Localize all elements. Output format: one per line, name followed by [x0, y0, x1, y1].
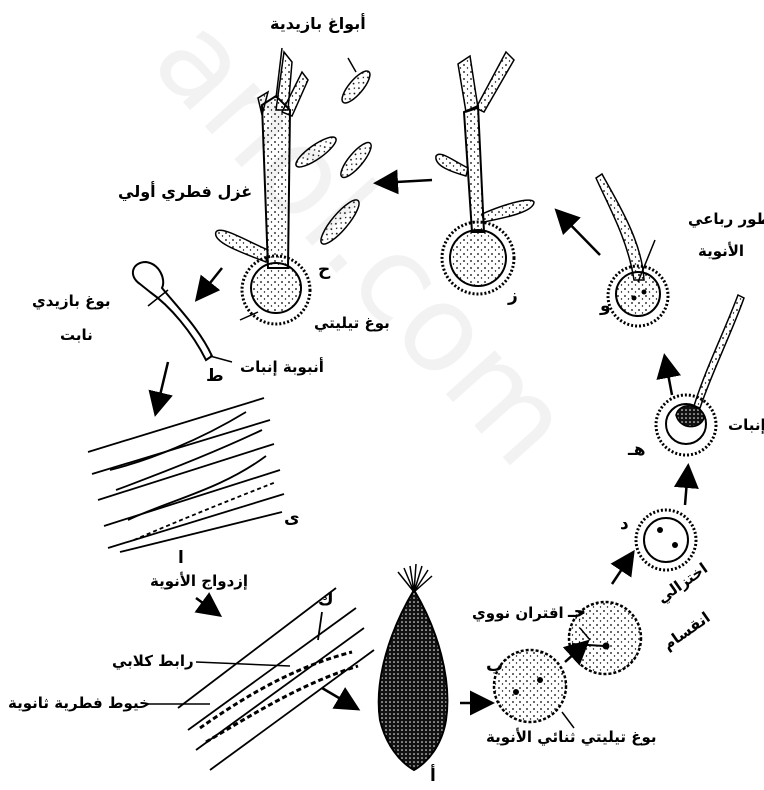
label-primary-mycelium: غزل فطري أولي	[118, 184, 252, 200]
label-germination: إنبات	[728, 418, 764, 433]
arrow-h-to-w	[665, 358, 672, 395]
arrow-h-to-t	[198, 268, 222, 298]
stage-t	[133, 262, 232, 362]
stage-k-tissue	[178, 588, 374, 770]
arrow-j-to-d	[612, 554, 632, 584]
label-germ-tube: أنبوبة إنبات	[240, 360, 324, 375]
stage-d	[636, 510, 696, 570]
letter-y: ى	[284, 510, 300, 527]
letter-h2: ح	[318, 262, 330, 279]
label-germinating: نابت	[60, 328, 93, 343]
letter-d: د	[620, 516, 629, 533]
letter-z: ز	[508, 288, 518, 305]
letter-t: ط	[206, 368, 224, 385]
stage-y-tissue	[88, 398, 284, 552]
stage-b	[494, 650, 574, 728]
label-teliospore-h: بوغ تيليتي	[314, 316, 390, 331]
arrow-w-to-z	[558, 212, 600, 255]
label-secondary-hyphae: خيوط فطرية ثانوية	[8, 696, 150, 711]
letter-k: ك	[318, 592, 334, 609]
label-clamp-connection: رابط كلابي	[112, 654, 194, 669]
letter-b: ب	[486, 658, 503, 675]
arrow-z-to-h	[378, 180, 432, 183]
arrow-i-to-k	[196, 598, 218, 614]
label-nuclei-pairing: إزدواج الأنوية	[150, 574, 248, 589]
label-tetranucleate-2: الأنوية	[698, 244, 744, 259]
letter-h: هـ	[628, 442, 646, 459]
letter-i: ا	[178, 550, 184, 567]
label-basidiospore: بوغ بازيدي	[32, 294, 110, 309]
label-basidiospores: أبواغ بازيدية	[270, 16, 366, 32]
label-binucleate-teliospore: بوغ تيليتي ثنائي الأنوية	[486, 730, 657, 745]
letter-w: و	[600, 298, 611, 315]
arrow-k-to-a	[322, 688, 356, 708]
label-tetranucleate: طور رباعي	[688, 212, 764, 227]
stage-z	[436, 52, 534, 294]
stage-a-sorus	[379, 564, 448, 770]
arrow-d-to-h	[685, 468, 688, 505]
letter-j: جـ	[568, 604, 586, 621]
letter-a: أ	[430, 768, 436, 785]
arrow-t-to-y	[156, 362, 168, 412]
label-nuclear-fusion: اقتران نووي	[472, 606, 564, 621]
